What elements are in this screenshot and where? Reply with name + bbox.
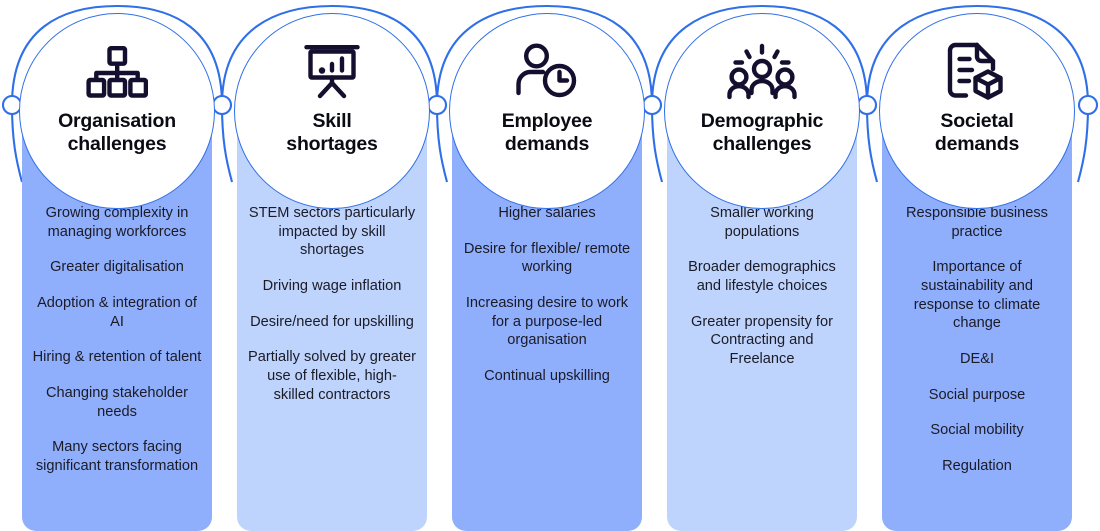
header-bubble[interactable]: Skill shortages xyxy=(234,13,430,209)
list-item: Hiring & retention of talent xyxy=(32,349,202,366)
page-title: Employee demands xyxy=(501,110,593,155)
list-item: Continual upskilling xyxy=(484,368,610,385)
list-item: Social purpose xyxy=(928,386,1026,403)
list-item: Driving wage inflation xyxy=(262,278,402,295)
list-item: Increasing desire to work for a purpose-… xyxy=(465,295,629,349)
list-item: STEM sectors particularly impacted by sk… xyxy=(248,205,416,259)
arc-tail-6 xyxy=(1076,104,1090,183)
item-list: Growing complexity in managing workforce… xyxy=(32,204,202,476)
list-item: Responsible business practice xyxy=(906,205,1048,240)
list-item: Desire/need for upskilling xyxy=(250,313,414,330)
joint-dot-1 xyxy=(211,94,233,116)
header-bubble[interactable]: Demographic challenges xyxy=(664,13,860,209)
people-group-icon xyxy=(727,36,797,108)
list-item: Greater propensity for Contracting and F… xyxy=(691,313,833,368)
list-item: Many sectors facing significant transfor… xyxy=(35,439,199,475)
arc-tail-3 xyxy=(435,104,449,183)
page-title: Demographic challenges xyxy=(700,110,824,155)
list-item: Higher salaries xyxy=(498,205,596,221)
item-list: Responsible business practice Importance… xyxy=(892,204,1062,476)
list-item: DE&I xyxy=(959,351,995,368)
item-list: Higher salaries Desire for flexible/ rem… xyxy=(462,204,632,386)
list-item: Regulation xyxy=(942,458,1012,475)
header-bubble[interactable]: Employee demands xyxy=(449,13,645,209)
person-clock-icon xyxy=(515,36,579,108)
list-item: Broader demographics and lifestyle choic… xyxy=(688,259,836,295)
list-item: Importance of sustainability and respons… xyxy=(913,259,1041,332)
joint-dot-4 xyxy=(856,94,878,116)
list-item: Changing stakeholder needs xyxy=(46,385,188,420)
joint-dot-2 xyxy=(426,94,448,116)
list-item: Social mobility xyxy=(930,422,1024,439)
list-item: Desire for flexible/ remote working xyxy=(463,240,631,276)
joint-dot-end xyxy=(1077,94,1099,116)
list-item: Adoption & integration of AI xyxy=(37,295,197,330)
document-cube-icon xyxy=(946,36,1008,108)
item-list: Smaller working populations Broader demo… xyxy=(677,204,847,369)
header-bubble[interactable]: Societal demands xyxy=(879,13,1075,209)
arc-tail-2 xyxy=(220,104,234,183)
org-chart-icon xyxy=(86,36,148,108)
page-title: Skill shortages xyxy=(286,110,378,155)
joint-dot-3 xyxy=(641,94,663,116)
page-title: Organisation challenges xyxy=(58,110,176,155)
presentation-board-icon xyxy=(301,36,363,108)
arc-tail-5 xyxy=(865,104,879,183)
header-bubble[interactable]: Organisation challenges xyxy=(19,13,215,209)
arc-tail-4 xyxy=(650,104,664,183)
list-item: Partially solved by greater use of flexi… xyxy=(248,349,416,403)
item-list: STEM sectors particularly impacted by sk… xyxy=(247,204,417,404)
page-title: Societal demands xyxy=(934,110,1020,155)
list-item: Smaller working populations xyxy=(710,205,814,240)
list-item: Greater digitalisation xyxy=(50,259,184,276)
list-item: Growing complexity in managing workforce… xyxy=(45,205,189,240)
